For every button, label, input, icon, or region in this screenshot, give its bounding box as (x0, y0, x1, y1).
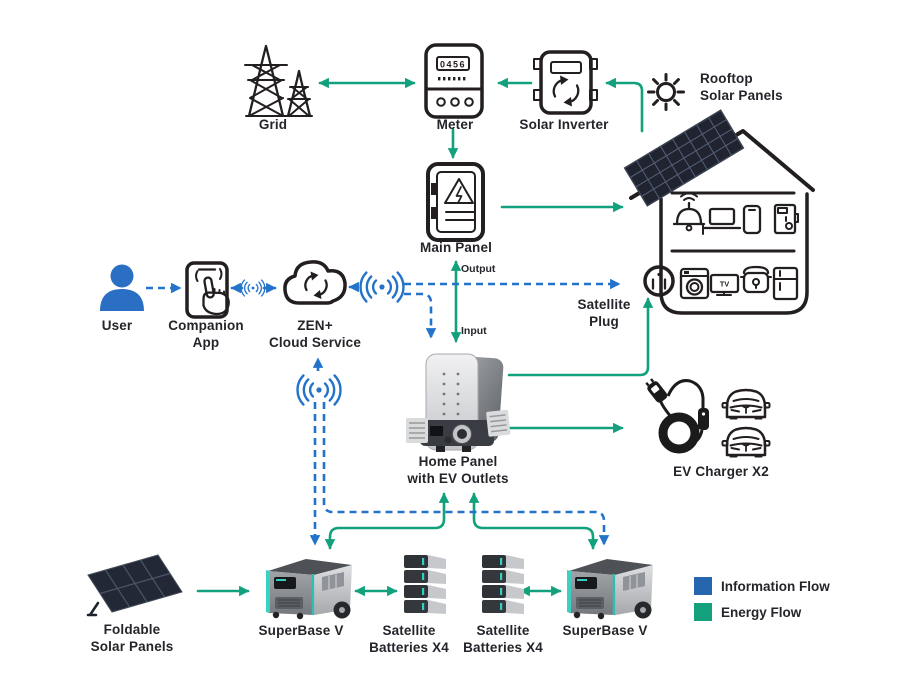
input-label: Input (461, 325, 487, 337)
fridge-icon (772, 266, 799, 301)
energy-flow-label: Energy Flow (721, 604, 802, 620)
satellite-batteries-right-image (482, 555, 524, 614)
companion-app-label: Companion App (168, 318, 244, 350)
main-panel-icon (426, 162, 485, 242)
superbase-right-image (566, 558, 654, 620)
foldable-solar-image (86, 554, 183, 617)
solar-inverter-icon (533, 50, 598, 115)
grid-label: Grid (258, 117, 288, 132)
information-flow-label: Information Flow (721, 578, 830, 594)
superbase-left-image (265, 558, 353, 620)
tv-label: TV (720, 280, 730, 289)
user-label: User (101, 318, 133, 333)
solar-inverter-label: Solar Inverter (519, 117, 609, 132)
laptop-icon (702, 207, 742, 230)
user-icon (100, 264, 144, 311)
arrow-homepanel-superbase-right (468, 492, 599, 550)
wifi-icon (359, 271, 405, 303)
tv-icon: TV (709, 273, 740, 296)
satellite-plug-label: Satellite Plug (577, 297, 631, 329)
home-panel-image (406, 353, 511, 452)
energy-flow-arrows (196, 77, 654, 597)
wifi-icon (296, 374, 342, 406)
washing-machine-icon (679, 267, 710, 300)
superbase-left-label: SuperBase V (258, 623, 344, 638)
cooker-icon (740, 265, 772, 294)
legend-energy-flow: Energy Flow (694, 603, 801, 621)
zen-cloud-label: ZEN+ Cloud Service (269, 318, 361, 350)
rooftop-solar-label: Rooftop Solar Panels (700, 71, 783, 103)
satellite-batteries-left-image (404, 555, 446, 614)
information-flow-swatch (694, 577, 712, 595)
lamp-icon (672, 192, 706, 235)
meter-icon: 0456 (424, 43, 484, 119)
meter-label: Meter (436, 117, 474, 132)
grid-icon (244, 44, 313, 118)
arrow-homepanel-superbase-left (324, 492, 450, 550)
arrow-homepanel-satelliteplug (507, 297, 654, 377)
rooftop-solar-panel (623, 109, 745, 207)
car-icon (721, 388, 771, 421)
sun-icon (647, 73, 685, 111)
main-panel-label: Main Panel (419, 240, 493, 255)
arrow-rooftop-inverter (605, 77, 644, 133)
superbase-right-label: SuperBase V (562, 623, 648, 638)
arrow-wifi3-superbase-right (322, 402, 610, 546)
satellite-plug-icon (643, 265, 675, 297)
ev-charger-label: EV Charger X2 (673, 464, 769, 479)
car-icon (721, 426, 771, 459)
information-flow-arrows (146, 271, 621, 546)
energy-flow-swatch (694, 603, 712, 621)
cloud-icon (283, 260, 347, 305)
output-label: Output (461, 263, 496, 275)
ev-charger-icon (645, 378, 709, 454)
satellite-batteries-left-label: Satellite Batteries X4 (369, 623, 449, 655)
companion-app-icon (185, 261, 230, 319)
legend-information-flow: Information Flow (694, 577, 830, 595)
foldable-solar-label: Foldable Solar Panels (90, 622, 174, 654)
meter-display: 0456 (440, 60, 466, 70)
coffee-machine-icon (773, 203, 799, 235)
arrow-wifi2-homepanel (404, 292, 437, 339)
satellite-batteries-right-label: Satellite Batteries X4 (463, 623, 543, 655)
home-panel-label: Home Panel with EV Outlets (407, 454, 509, 486)
wifi-icon (240, 279, 266, 297)
phone-icon (742, 204, 762, 235)
